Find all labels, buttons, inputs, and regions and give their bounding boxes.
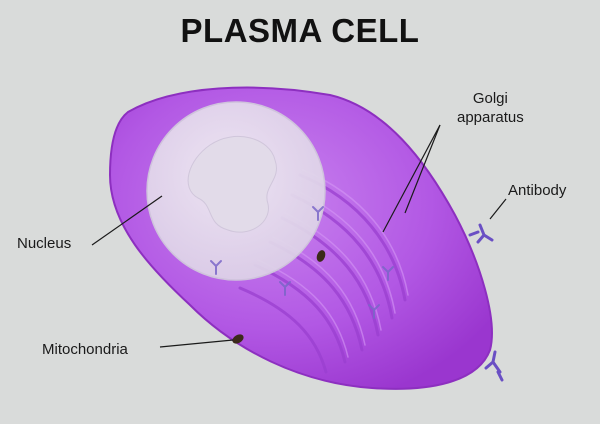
nucleus-leader-line — [91, 195, 163, 246]
mitochondrion — [232, 334, 244, 344]
mitochondria-leader-line — [159, 339, 234, 348]
golgi-label-line1: Golgi — [472, 90, 508, 107]
antibody-leader-line — [489, 198, 507, 220]
antibody-icon — [484, 350, 504, 382]
mitochondria-label: Mitochondria — [42, 341, 128, 358]
golgi-leader-line-2 — [404, 124, 441, 214]
leader-lines — [91, 124, 507, 348]
mitochondrion — [316, 250, 326, 262]
diagram-title: PLASMA CELL — [180, 12, 420, 49]
antibody-label: Antibody — [508, 182, 567, 199]
nucleus-label: Nucleus — [17, 235, 72, 252]
golgi-apparatus-label: Golgi apparatus — [457, 89, 524, 127]
antibody-icon — [468, 223, 494, 244]
golgi-label-line2: apparatus — [457, 109, 524, 126]
nucleus-chromatin — [187, 136, 277, 233]
golgi-leader-line-1 — [382, 124, 441, 233]
antibody-icon — [210, 206, 394, 319]
